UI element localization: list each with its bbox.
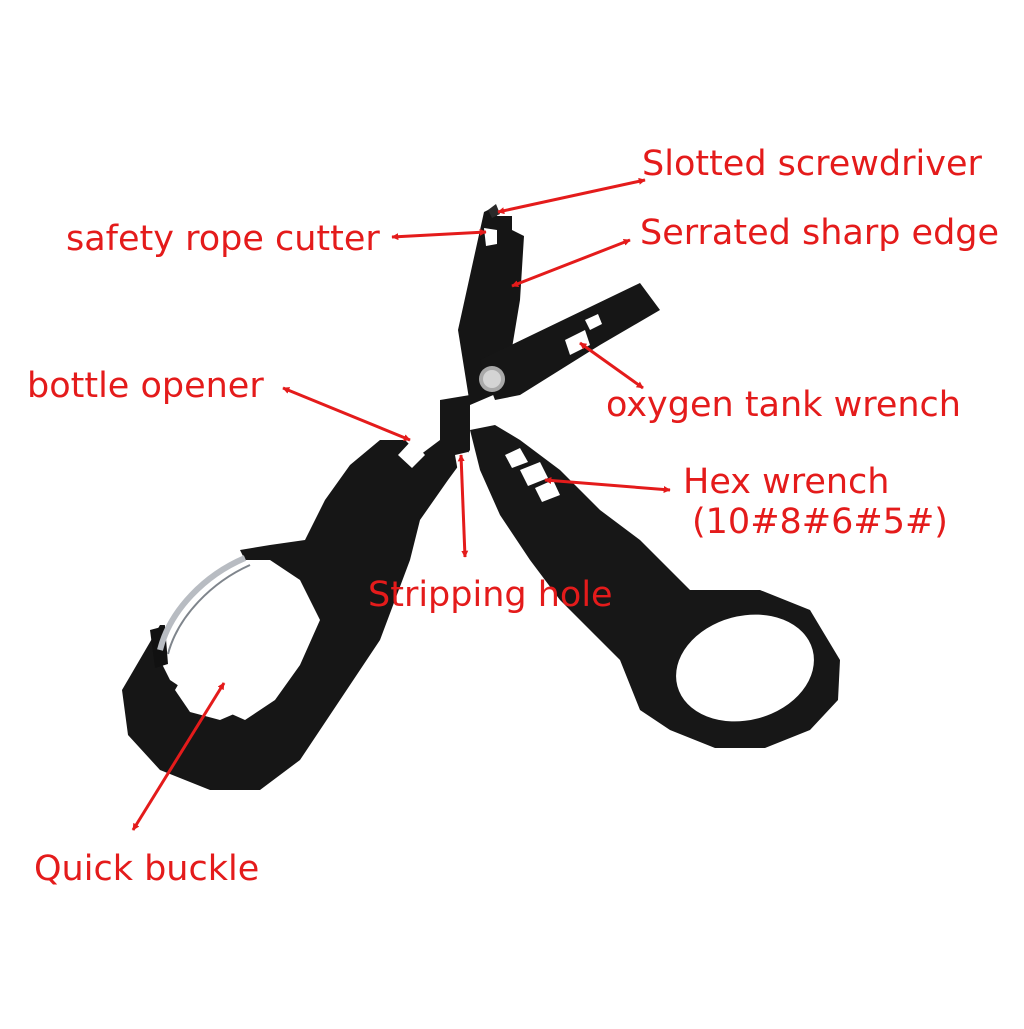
label-safety-rope-cutter: safety rope cutter — [66, 219, 380, 259]
arrow-hex-wrench — [544, 477, 671, 493]
arrow-stripping-hole — [457, 454, 469, 558]
label-hex-wrench: Hex wrench — [683, 462, 890, 502]
arrow-quick-buckle — [131, 682, 226, 831]
arrow-safety-rope-cutter — [391, 228, 487, 241]
arrow-serrated-sharp-edge — [511, 238, 631, 288]
annotation-arrows — [131, 177, 671, 831]
label-quick-buckle: Quick buckle — [34, 849, 260, 889]
label-stripping-hole: Stripping hole — [368, 575, 613, 615]
label-oxygen-tank-wrench: oxygen tank wrench — [606, 385, 961, 425]
right-blade — [480, 283, 660, 400]
arrow-slotted-screwdriver — [497, 177, 646, 215]
arrow-oxygen-tank-wrench — [579, 341, 644, 390]
arrow-bottle-opener — [282, 386, 411, 442]
label-serrated-sharp-edge: Serrated sharp edge — [640, 213, 1000, 253]
pivot-screw — [479, 366, 505, 392]
label-hex-wrench-sizes: (10#8#6#5#) — [692, 502, 948, 542]
label-slotted-screwdriver: Slotted screwdriver — [642, 144, 982, 184]
label-bottle-opener: bottle opener — [27, 366, 264, 406]
split-ring — [157, 555, 251, 655]
